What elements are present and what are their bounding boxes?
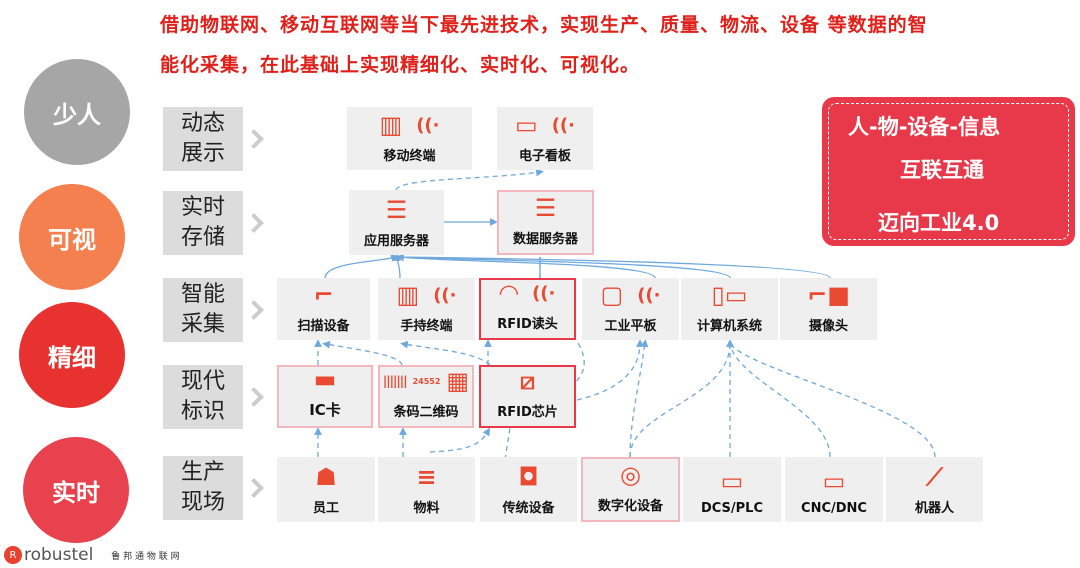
node-camera[interactable]: ⌐■摄像头: [780, 278, 877, 340]
handheld-icon: ▥: [396, 281, 420, 309]
callout-line3: 迈向工业4.0: [878, 211, 1000, 235]
node-handheld[interactable]: ▥((·手持终端: [378, 278, 475, 340]
link: [400, 340, 491, 366]
row-label-collection: 智能采集: [163, 278, 243, 342]
circle-realtime: 实时: [23, 437, 129, 543]
row-label-identification: 现代标识: [163, 365, 243, 429]
node-barcode[interactable]: |||||||24552▦条码二维码: [378, 365, 474, 428]
wifi-icon: ((·: [551, 114, 575, 136]
link: [729, 342, 831, 458]
row-label-display: 动态展示: [163, 107, 243, 171]
monitor-icon: ▭: [720, 467, 744, 495]
circle-fine: 精细: [19, 302, 125, 408]
node-cnc-dnc[interactable]: ▭CNC/DNC: [785, 457, 883, 522]
wifi-icon: ((·: [532, 282, 556, 304]
footer-logo: R robustel 鲁 邦 通 物 联 网: [4, 545, 180, 565]
robustel-logo-icon: R: [4, 546, 22, 564]
callout-line1: 人-物-设备-信息: [848, 115, 1001, 139]
phone-icon: ▥: [379, 111, 403, 139]
wifi-icon: ((·: [433, 284, 457, 306]
node-db-server[interactable]: ☰数据服务器: [497, 190, 594, 255]
gauge-icon: ◎: [620, 461, 641, 489]
camera-icon: ⌐■: [807, 281, 850, 309]
link: [629, 339, 649, 458]
callout-box: 人-物-设备-信息 互联互通 迈向工业4.0: [822, 97, 1075, 246]
node-mobile-terminal[interactable]: ▥((·移动终端: [347, 107, 472, 170]
link: [576, 339, 644, 401]
node-legacy-equipment[interactable]: ◘传统设备: [480, 457, 577, 522]
device-icon: ◘: [518, 463, 539, 491]
circle-visual: 可视: [19, 184, 125, 290]
node-robot[interactable]: ⟋机器人: [886, 457, 983, 522]
server-icon: ☰: [534, 194, 557, 222]
circle-few-people: 少人: [24, 59, 130, 165]
wifi-icon: ((·: [416, 114, 440, 136]
stack-icon: ≡: [416, 463, 437, 491]
gauge-icon: ◠: [499, 279, 519, 307]
card-icon: ▬: [313, 365, 337, 393]
link: [399, 256, 831, 279]
link: [393, 253, 401, 279]
barcode-scanner-icon: ⌐: [313, 281, 334, 309]
node-tablet[interactable]: ▢((·工业平板: [582, 278, 679, 340]
robot-arm-icon: ⟋: [926, 463, 943, 491]
link: [729, 342, 936, 458]
wifi-icon: ((·: [637, 284, 661, 306]
link: [396, 253, 656, 279]
node-dcs-plc[interactable]: ▭DCS/PLC: [683, 457, 781, 522]
link: [399, 256, 731, 279]
node-e-board[interactable]: ▭((·电子看板: [497, 107, 593, 170]
row-label-storage: 实时存储: [163, 191, 243, 255]
chart-board-icon: ▭: [515, 111, 538, 139]
server-icon: ☰: [385, 196, 408, 224]
node-rfid-reader[interactable]: ◠((·RFID读头: [479, 278, 576, 340]
headline-line2: 能化采集，在此基础上实现精细化、实时化、可视化。: [160, 54, 641, 76]
callout-line2: 互联互通: [900, 158, 984, 182]
link: [322, 340, 403, 366]
chip-icon: ⧄: [519, 367, 536, 395]
node-worker[interactable]: ☗员工: [277, 457, 375, 522]
row-label-shopfloor: 生产现场: [163, 456, 243, 520]
link: [324, 254, 399, 279]
node-scanner[interactable]: ⌐扫描设备: [277, 278, 370, 340]
computer-icon: ▯▭: [711, 281, 748, 309]
barcode-icon: |||||||: [382, 374, 408, 388]
link: [429, 427, 490, 453]
cnc-icon: ▭: [822, 467, 846, 495]
node-computer[interactable]: ▯▭计算机系统: [681, 278, 778, 340]
worker-icon: ☗: [315, 463, 337, 491]
qr-code-icon: ▦: [446, 367, 470, 395]
node-digital-equipment[interactable]: ◎数字化设备: [581, 457, 680, 522]
node-ic-card[interactable]: ▬IC卡: [277, 365, 373, 428]
headline-line1: 借助物联网、移动互联网等当下最先进技术，实现生产、质量、物流、设备 等数据的智: [160, 14, 928, 36]
tablet-icon: ▢: [600, 281, 624, 309]
node-app-server[interactable]: ☰应用服务器: [349, 190, 444, 255]
node-rfid-chip[interactable]: ⧄RFID芯片: [479, 365, 576, 428]
node-material[interactable]: ≡物料: [378, 457, 475, 522]
link: [629, 342, 731, 458]
link: [395, 168, 544, 191]
